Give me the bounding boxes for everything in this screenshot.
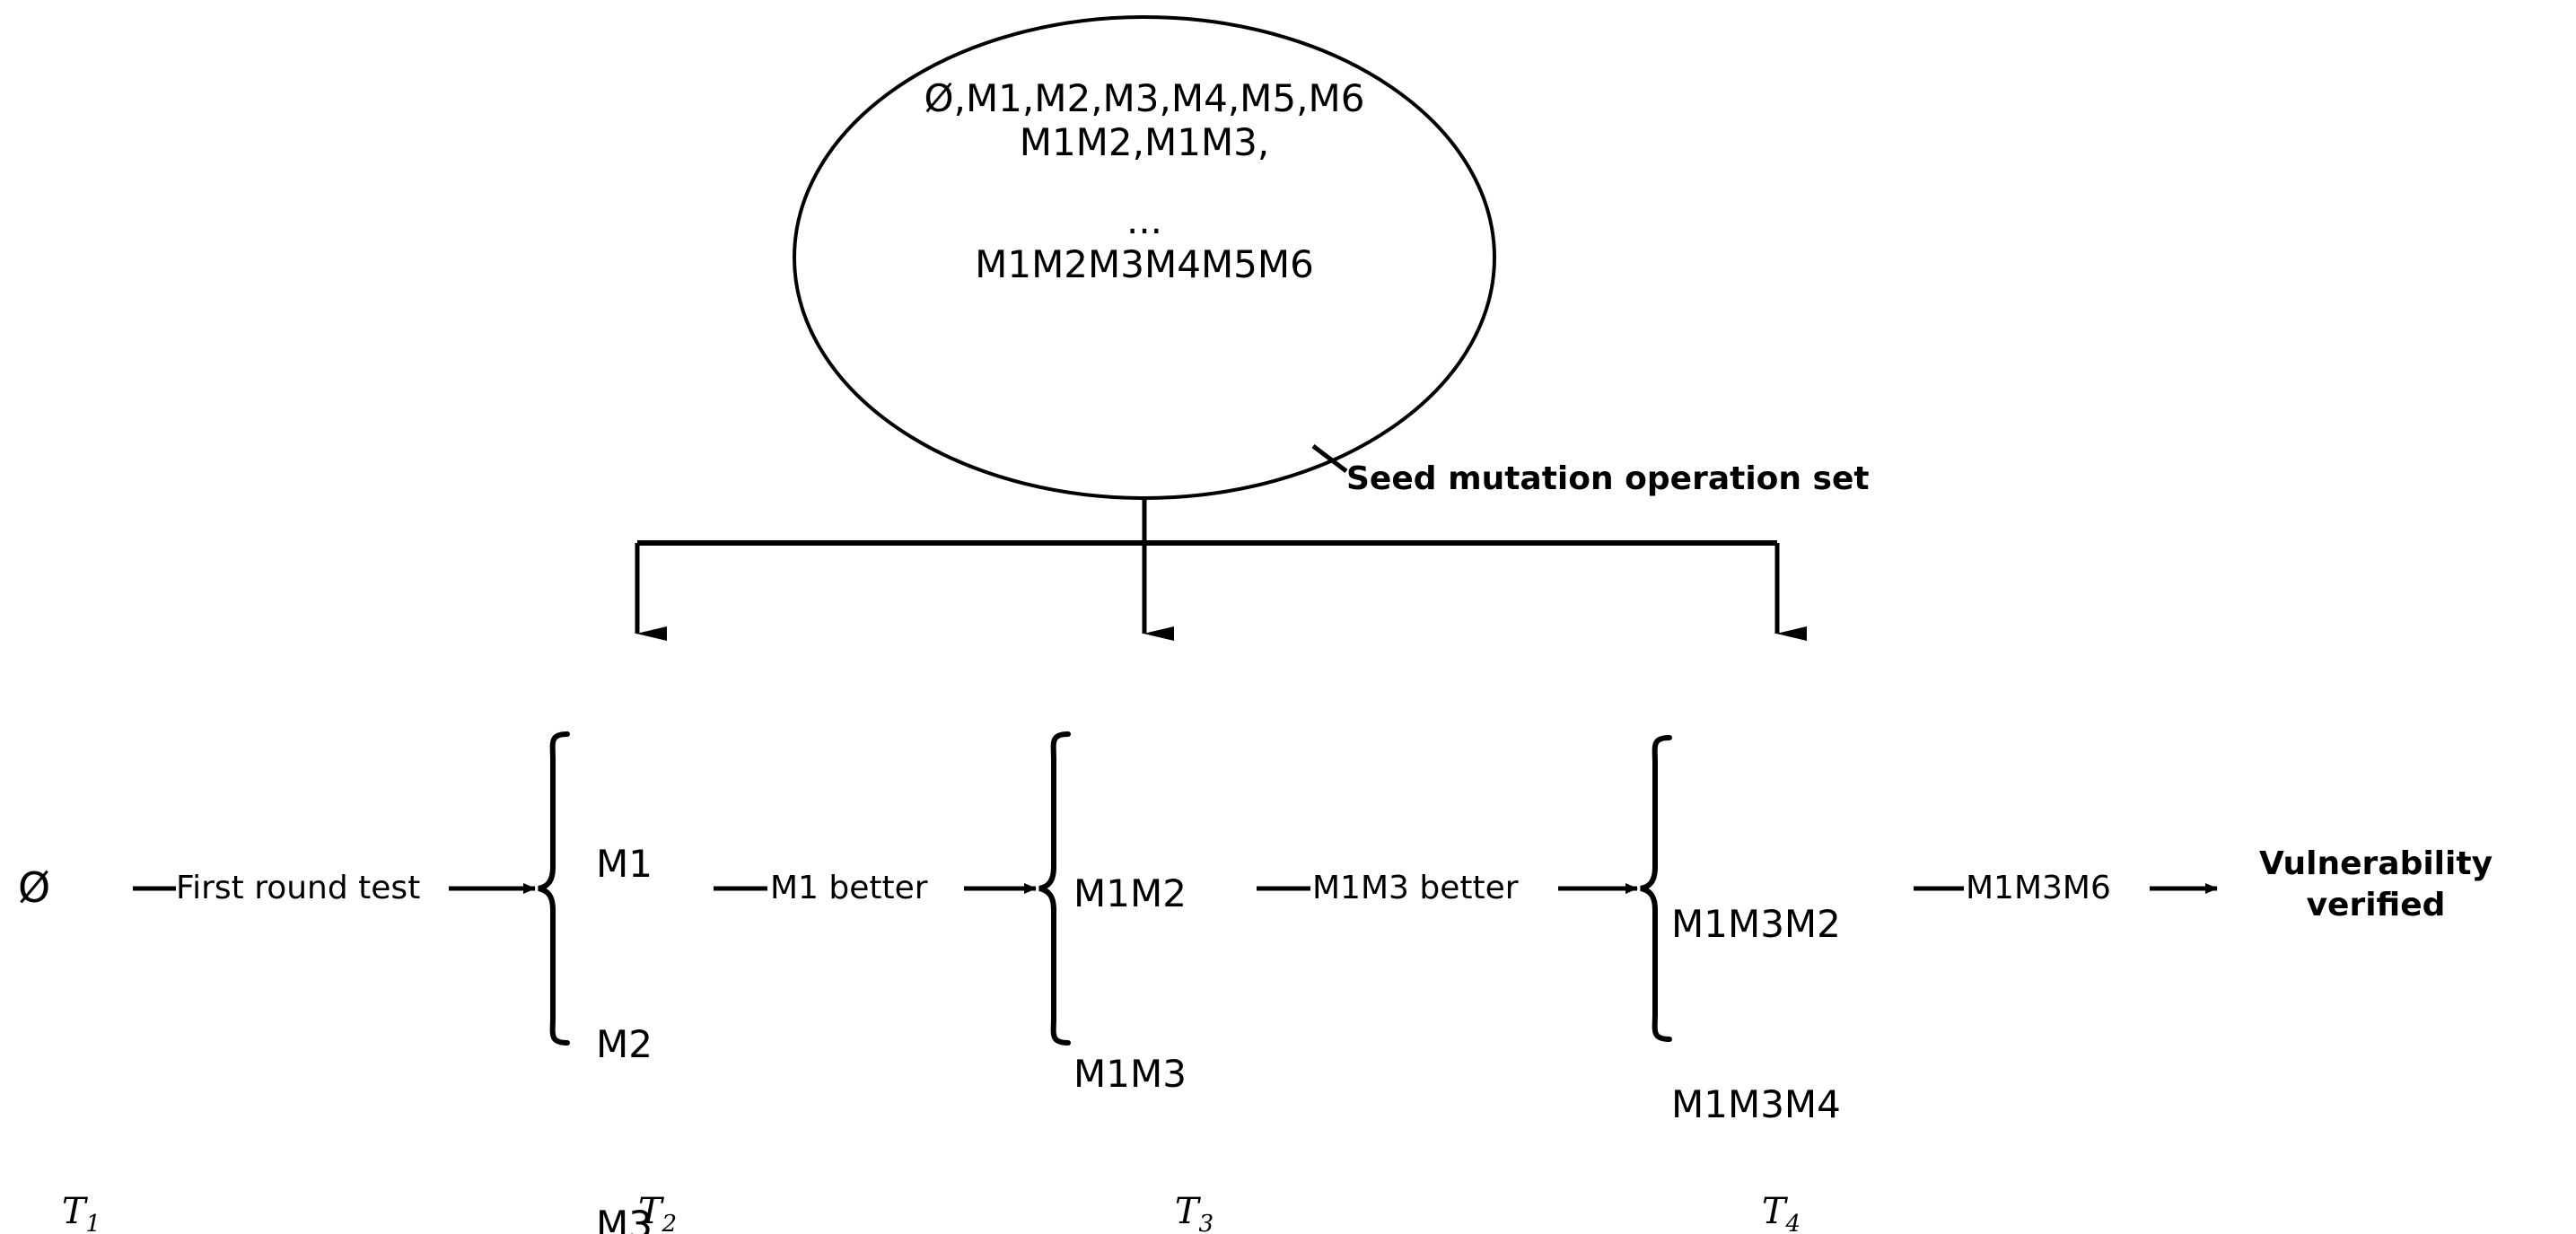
edge-label-m1m3m6: M1M3M6 [1966,870,2111,906]
group-t3-list: M1M2 M1M3 M1M4 M1M5 M1M6 [1073,743,1187,1234]
seed-caption-leader [1311,444,1348,473]
timeline-sub: 1 [85,1211,101,1234]
timeline-base: T [61,1191,86,1232]
timeline-sub: 3 [1198,1211,1214,1234]
list-item: M1M4 [1073,1224,1187,1234]
list-item: M1M3M4 [1671,1082,1841,1126]
seed-set-caption: Seed mutation operation set [1346,460,1870,497]
start-empty-set-symbol: Ø [18,863,51,912]
list-item: M3 [596,1203,653,1234]
timeline-sub: 4 [1785,1211,1801,1234]
result-line-1: Vulnerability [2258,845,2493,882]
seed-set-line-1: Ø,M1,M2,M3,M4,M5,M6 [924,76,1365,120]
result-vulnerability-verified: Vulnerability verified [2228,844,2524,926]
timeline-base: T [1761,1191,1786,1232]
seed-set-line-4: M1M2M3M4M5M6 [975,242,1314,286]
list-item: M2 [596,1022,653,1066]
timeline-label-t1: T1 [16,1158,101,1234]
edge-label-m1m3-better: M1M3 better [1312,870,1519,906]
seed-set-line-2: M1M2,M1M3, [1019,120,1270,164]
list-item: M1M3M2 [1671,902,1841,946]
list-item: M1 [596,842,653,886]
timeline-sub: 2 [662,1211,678,1234]
group-t4-list: M1M3M2 M1M3M4 M1M3M5 M1M3M6 [1671,774,1841,1234]
edge-label-m1-better: M1 better [770,870,928,906]
result-line-2: verified [2306,887,2446,923]
timeline-label-t2: T2 [592,1158,677,1234]
timeline-base: T [637,1191,662,1232]
list-item: M1M2 [1073,871,1187,915]
edge-label-first-round-test: First round test [176,870,421,906]
seed-set-line-3: ... [1126,198,1163,242]
timeline-base: T [1174,1191,1199,1232]
timeline-label-t4: T4 [1716,1158,1801,1234]
brace-t4 [1640,735,1672,1042]
seed-set-text: Ø,M1,M2,M3,M4,M5,M6 M1M2,M1M3, ... M1M2M… [794,76,1494,286]
list-item: M1M3 [1073,1052,1187,1096]
brace-t2 [538,731,570,1046]
group-t2-list: M1 M2 M3 M4 M5 M6 [596,713,653,1234]
brace-t3 [1038,731,1071,1046]
timeline-label-t3: T3 [1129,1158,1214,1234]
